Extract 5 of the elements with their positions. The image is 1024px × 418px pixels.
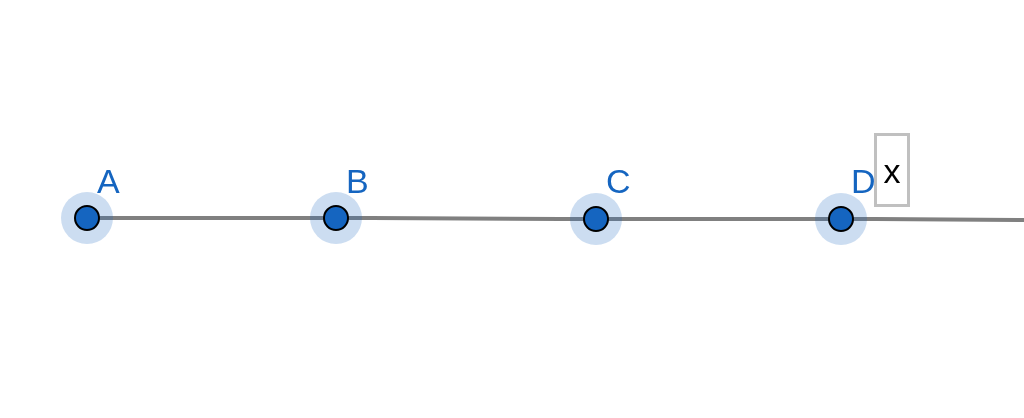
line-segment — [876, 217, 1024, 222]
variable-box: x — [874, 133, 910, 207]
line-segment — [631, 217, 806, 221]
line-segment — [122, 216, 301, 220]
line-segment — [371, 216, 561, 221]
